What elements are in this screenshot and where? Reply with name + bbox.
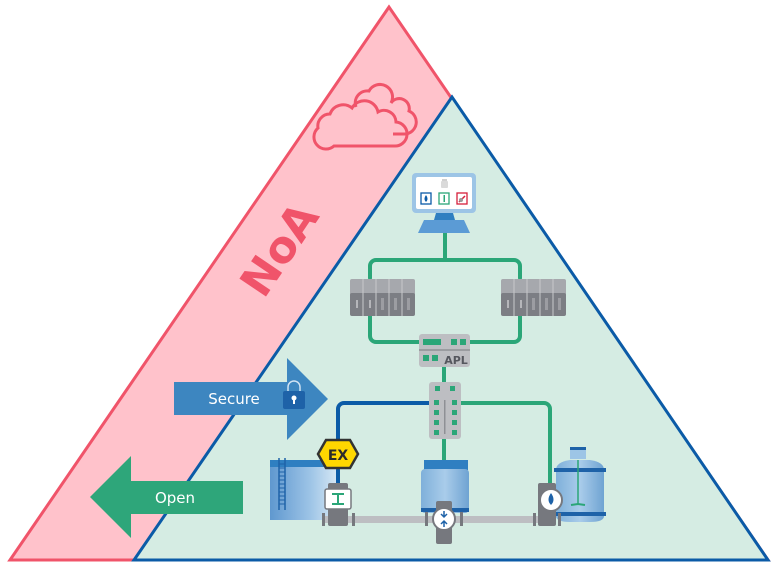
ex-label: EX [328,448,349,464]
flow-meter-icon [322,483,355,526]
controller-left [350,279,415,316]
controller-right [501,279,566,316]
open-arrow [90,456,243,538]
secure-label: Secure [208,390,260,408]
pressure-transmitter-icon [425,501,463,544]
right-tank [554,447,606,522]
open-label: Open [155,489,195,507]
level-sensor-icon [533,483,563,526]
field-switch [429,382,461,439]
workstation-icon [412,173,476,233]
secure-arrow [174,358,328,440]
core-triangle [131,94,771,562]
cloud-icon [312,82,418,151]
ex-hazard-icon [316,438,360,470]
network-lines [336,230,552,510]
lock-icon [283,380,305,409]
apl-label: APL [444,354,468,367]
apl-switch [419,334,470,367]
